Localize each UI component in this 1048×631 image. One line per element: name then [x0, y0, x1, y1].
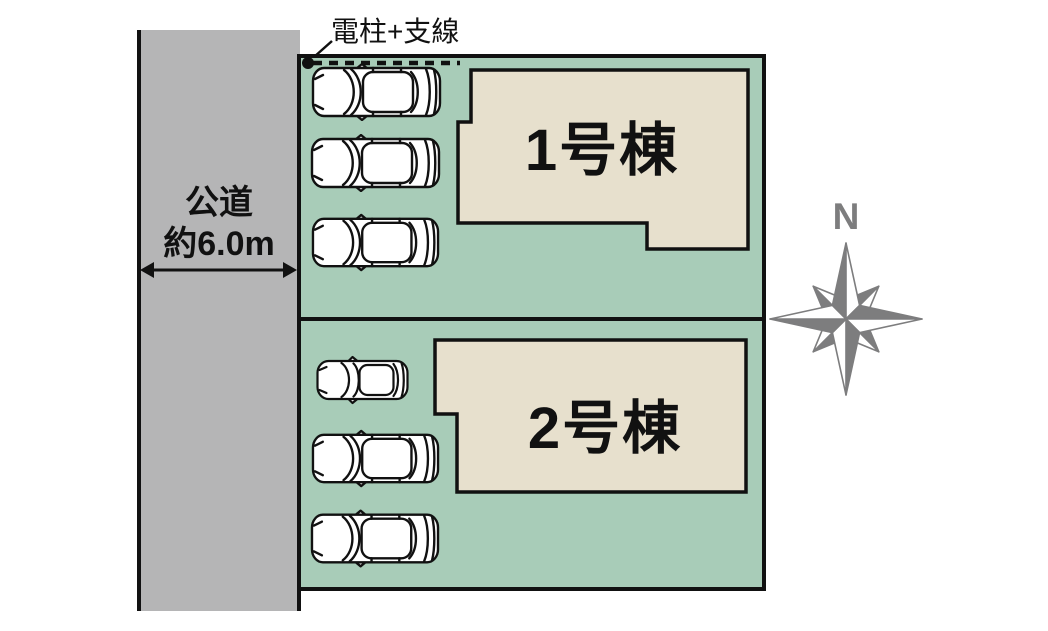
car-sedan-icon [311, 63, 442, 121]
building-2-footprint [433, 338, 748, 494]
car-sedan-icon [311, 429, 440, 488]
utility-pole-dot [302, 57, 314, 69]
lot-border-extension [297, 588, 301, 611]
road-width-arrow [140, 262, 297, 278]
building-1-footprint [456, 68, 750, 251]
road-label: 公道 約6.0m [140, 183, 298, 265]
road-name: 公道 [185, 184, 253, 222]
road-area [137, 30, 300, 611]
utility-pole-label: 電柱+支線 [331, 16, 460, 47]
car-sedan-icon [310, 134, 441, 192]
north-label: N [832, 196, 860, 237]
utility-pointer-line [313, 40, 333, 58]
building-1-label: 1号棟 [524, 118, 680, 183]
car-sedan-icon [310, 509, 440, 568]
car-sedan-icon [311, 213, 440, 272]
building-2-label: 2号棟 [527, 396, 683, 461]
compass-rose-icon [769, 242, 923, 396]
road-width-value: 約6.0m [163, 225, 275, 263]
car-compact-icon [316, 355, 409, 405]
